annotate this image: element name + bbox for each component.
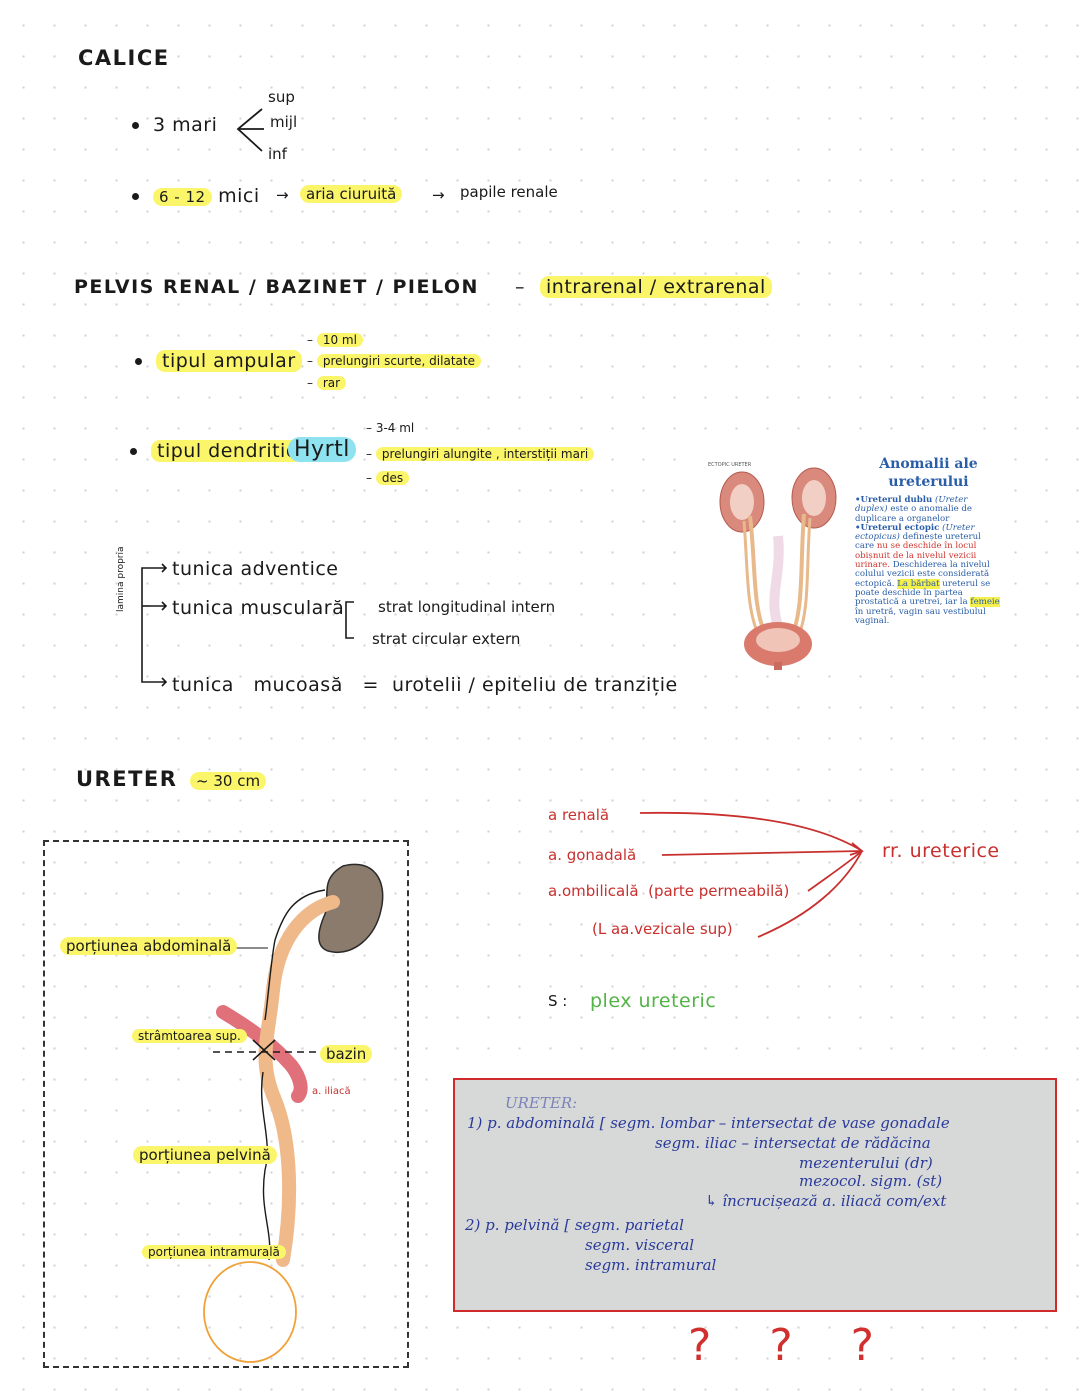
- branch-sup: sup: [268, 88, 295, 106]
- calice-item-3-mari: 3 mari: [132, 114, 217, 136]
- tunica-adventice: tunica adventice: [172, 558, 339, 580]
- portiunea-abdominala: porțiunea abdominală: [60, 937, 238, 955]
- slide-body: •Ureterul dublu (Ureter duplex) este o a…: [855, 495, 1000, 626]
- ectopic-ureter-illustration: [719, 467, 837, 670]
- ureter-diagram: [203, 863, 384, 1363]
- ampular-item-2: – prelungiri scurte, dilatate: [307, 354, 481, 368]
- calice-item-mici: 6 - 12 mici: [132, 185, 260, 207]
- photo-line-8: segm. intramural: [585, 1256, 717, 1274]
- plex-ureteric: plex ureteric: [590, 990, 717, 1012]
- photo-line-1: 1) p. abdominală [ segm. lombar – inters…: [467, 1114, 950, 1132]
- tipul-dendritic: tipul dendritic: [130, 440, 303, 462]
- slide-caption: ECTOPIC URETER: [708, 462, 752, 468]
- tipul-ampular: tipul ampular: [135, 350, 302, 372]
- bullet-icon: [130, 448, 137, 455]
- nerve-label: S :: [548, 992, 568, 1010]
- a-renala: a renală: [548, 806, 610, 824]
- photo-line-3: mezenterului (dr): [799, 1154, 933, 1172]
- photo-line-6: 2) p. pelvină [ segm. parietal: [465, 1216, 684, 1234]
- slide-title: Anomalii ale ureterului: [879, 456, 978, 490]
- arrow-icon: →: [432, 186, 445, 204]
- arrow-icon: →: [276, 186, 289, 204]
- ureter-title: URETER: [76, 767, 178, 791]
- stramtoarea-sup: strâmtoarea sup.: [132, 1029, 247, 1043]
- bullet-icon: [135, 358, 142, 365]
- strat-circular: strat circular extern: [372, 630, 521, 648]
- aria-ciuruita: aria ciuruită: [300, 185, 403, 203]
- ureter-length: ~ 30 cm: [190, 772, 267, 790]
- ampular-item-1: – 10 ml: [307, 333, 363, 347]
- question-marks: ? ? ?: [688, 1320, 897, 1371]
- tunica-musculara: tunica musculară: [172, 597, 345, 619]
- a-gonadala: a. gonadală: [548, 846, 637, 864]
- photo-line-2: segm. iliac – intersectat de rădăcina: [655, 1134, 931, 1152]
- dendritic-item-1: – 3-4 ml: [366, 421, 415, 435]
- bullet-icon: [132, 193, 139, 200]
- branch-arrows-icon: [236, 108, 264, 152]
- dendritic-item-2: – prelungiri alungite , interstiții mari: [366, 447, 595, 461]
- photo-line-5: ↳ încrucișează a. iliacă com/ext: [705, 1192, 947, 1210]
- strat-longitudinal: strat longitudinal intern: [378, 598, 556, 616]
- rr-ureterice: rr. ureterice: [882, 840, 1000, 862]
- handwritten-note-photo: URETER: 1) p. abdominală [ segm. lombar …: [453, 1078, 1057, 1312]
- photo-line-7: segm. visceral: [585, 1236, 695, 1254]
- bracket-icon: [345, 601, 354, 639]
- dash-icon: –: [515, 276, 525, 298]
- hyrtl-badge: Hyrtl: [288, 437, 356, 462]
- pelvis-location: intrarenal / extrarenal: [540, 276, 772, 298]
- portiunea-pelvina: porțiunea pelvină: [133, 1146, 277, 1164]
- bazin-label: bazin: [320, 1045, 373, 1063]
- lamina-propria-label: lamina propria: [116, 546, 126, 612]
- dendritic-item-3: – des: [366, 471, 410, 485]
- photo-title: URETER:: [505, 1094, 578, 1112]
- aa-vezicale: (L aa.vezicale sup): [592, 920, 733, 938]
- bullet-icon: [132, 122, 139, 129]
- portiunea-intramurala: porțiunea intramurală: [142, 1245, 286, 1259]
- branch-inf: inf: [268, 145, 287, 163]
- branch-mijl: mijl: [270, 113, 298, 131]
- calice-title: CALICE: [78, 46, 170, 70]
- convergence-arrows-icon: [639, 811, 864, 938]
- photo-line-4: mezocol. sigm. (st): [799, 1172, 943, 1190]
- ampular-item-3: – rar: [307, 376, 347, 390]
- papile-renale: papile renale: [460, 183, 558, 201]
- iliaca-label: a. iliacă: [312, 1086, 351, 1097]
- a-ombilicala: a.ombilicală (parte permeabilă): [548, 882, 790, 900]
- tunica-mucoasa: tunica mucoasă = urotelii / epiteliu de …: [172, 674, 678, 696]
- ureter-diagram-frame: [43, 840, 409, 1368]
- pelvis-title: PELVIS RENAL / BAZINET / PIELON: [74, 276, 479, 298]
- tunica-bracket-arrows-icon: [141, 563, 168, 687]
